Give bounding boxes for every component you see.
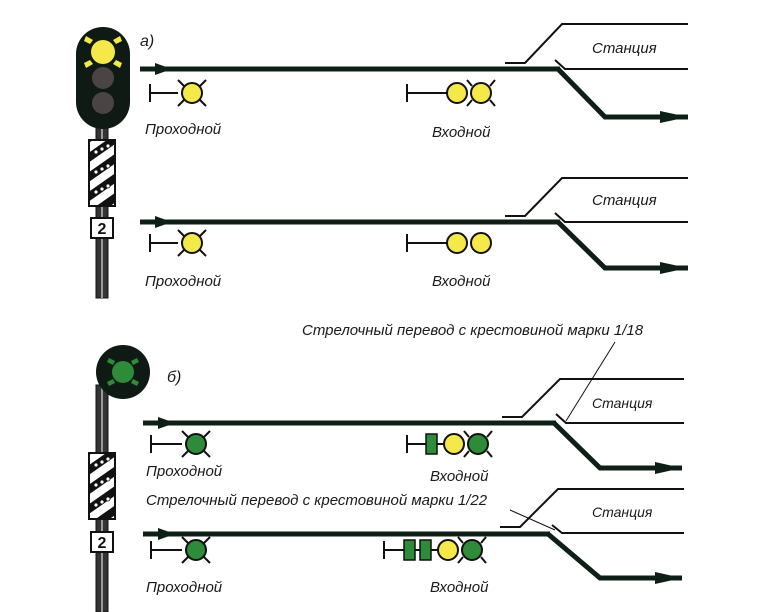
switch-caption: Стрелочный перевод с крестовиной марки 1… [146,492,488,509]
entry-signal [406,430,493,458]
green-strip-indicator [403,539,416,561]
direction-arrow-icon [155,63,172,75]
mast-number-plate [90,217,114,239]
block-signal [150,536,211,564]
panel-b-label: б) [167,369,181,386]
switch-caption: Стрелочный перевод с крестовиной марки 1… [302,322,644,339]
diverging-track [556,220,688,271]
direction-arrow-icon [158,528,175,540]
exit-arrow-icon [655,572,682,584]
station-track-upper [505,23,688,64]
exit-arrow-icon [660,111,688,123]
exit-arrow-icon [655,462,682,474]
diverging-track [556,67,688,120]
lamp-green-flashing [461,539,483,561]
station-label: Станция [592,40,657,57]
entry-signal [383,536,487,564]
block-signal [149,79,207,107]
entry-signal [406,79,496,107]
lamp-yellow-flashing [470,82,492,104]
block-signal-label: Проходной [146,463,223,480]
lamp-yellow [443,433,465,455]
block-signal-label: Проходной [146,579,223,596]
lamp-green-flashing [185,539,207,561]
entry-signal-label: Входной [432,124,491,141]
station-label: Станция [592,395,653,411]
lamp-green-flashing [185,433,207,455]
mast-number-plate [90,531,114,553]
flash-rays-icon [107,358,139,386]
station-track-lower [554,212,688,223]
station-track-upper [502,378,684,418]
entry-signal [406,232,492,254]
lamp-green-lit [112,361,134,383]
caption-leader-line [565,341,616,422]
green-strip-indicator [419,539,432,561]
lamp-yellow [446,232,468,254]
station-track-lower [551,524,684,534]
lamp-unlit [92,67,114,89]
flash-rays-icon [84,36,122,68]
station-track-lower [554,59,688,70]
direction-arrow-icon [155,216,172,228]
direction-arrow-icon [158,417,175,429]
lamp-yellow-lit [91,40,115,64]
mast-number: 2 [98,535,107,552]
panel-a-label: а) [140,33,154,50]
caption-leader-line [509,509,556,531]
block-signal [149,229,207,257]
lamp-yellow-flashing [181,82,203,104]
lamp-yellow [437,539,459,561]
entry-signal-label: Входной [432,273,491,290]
station-label: Станция [592,192,657,209]
scheme-a2: Станция Проходной Входной [140,177,688,290]
lamp-unlit [92,92,114,114]
lamp-yellow [470,232,492,254]
diverging-track [552,421,682,471]
station-track-lower [555,413,684,424]
exit-arrow-icon [660,262,688,274]
diverging-track [546,532,682,581]
block-signal-label: Проходной [145,121,222,138]
scheme-b2: Стрелочный перевод с крестовиной марки 1… [143,488,684,596]
station-track-upper [505,177,688,217]
panel-b-mast-signal: 2 [88,345,150,612]
panel-a-mast-signal: 2 [76,27,130,299]
station-label: Станция [592,504,653,520]
entry-signal-label: Входной [430,468,489,485]
block-signal [150,430,211,458]
mast-number: 2 [98,221,107,238]
entry-signal-label: Входной [430,579,489,596]
lamp-yellow [446,82,468,104]
lamp-yellow-flashing [181,232,203,254]
scheme-a1: Станция Проходной Входной [140,23,688,141]
scheme-b1: Стрелочный перевод с крестовиной марки 1… [143,322,684,485]
green-strip-indicator [425,433,438,455]
station-track-upper [500,488,684,528]
lamp-green-flashing [467,433,489,455]
block-signal-label: Проходной [145,273,222,290]
